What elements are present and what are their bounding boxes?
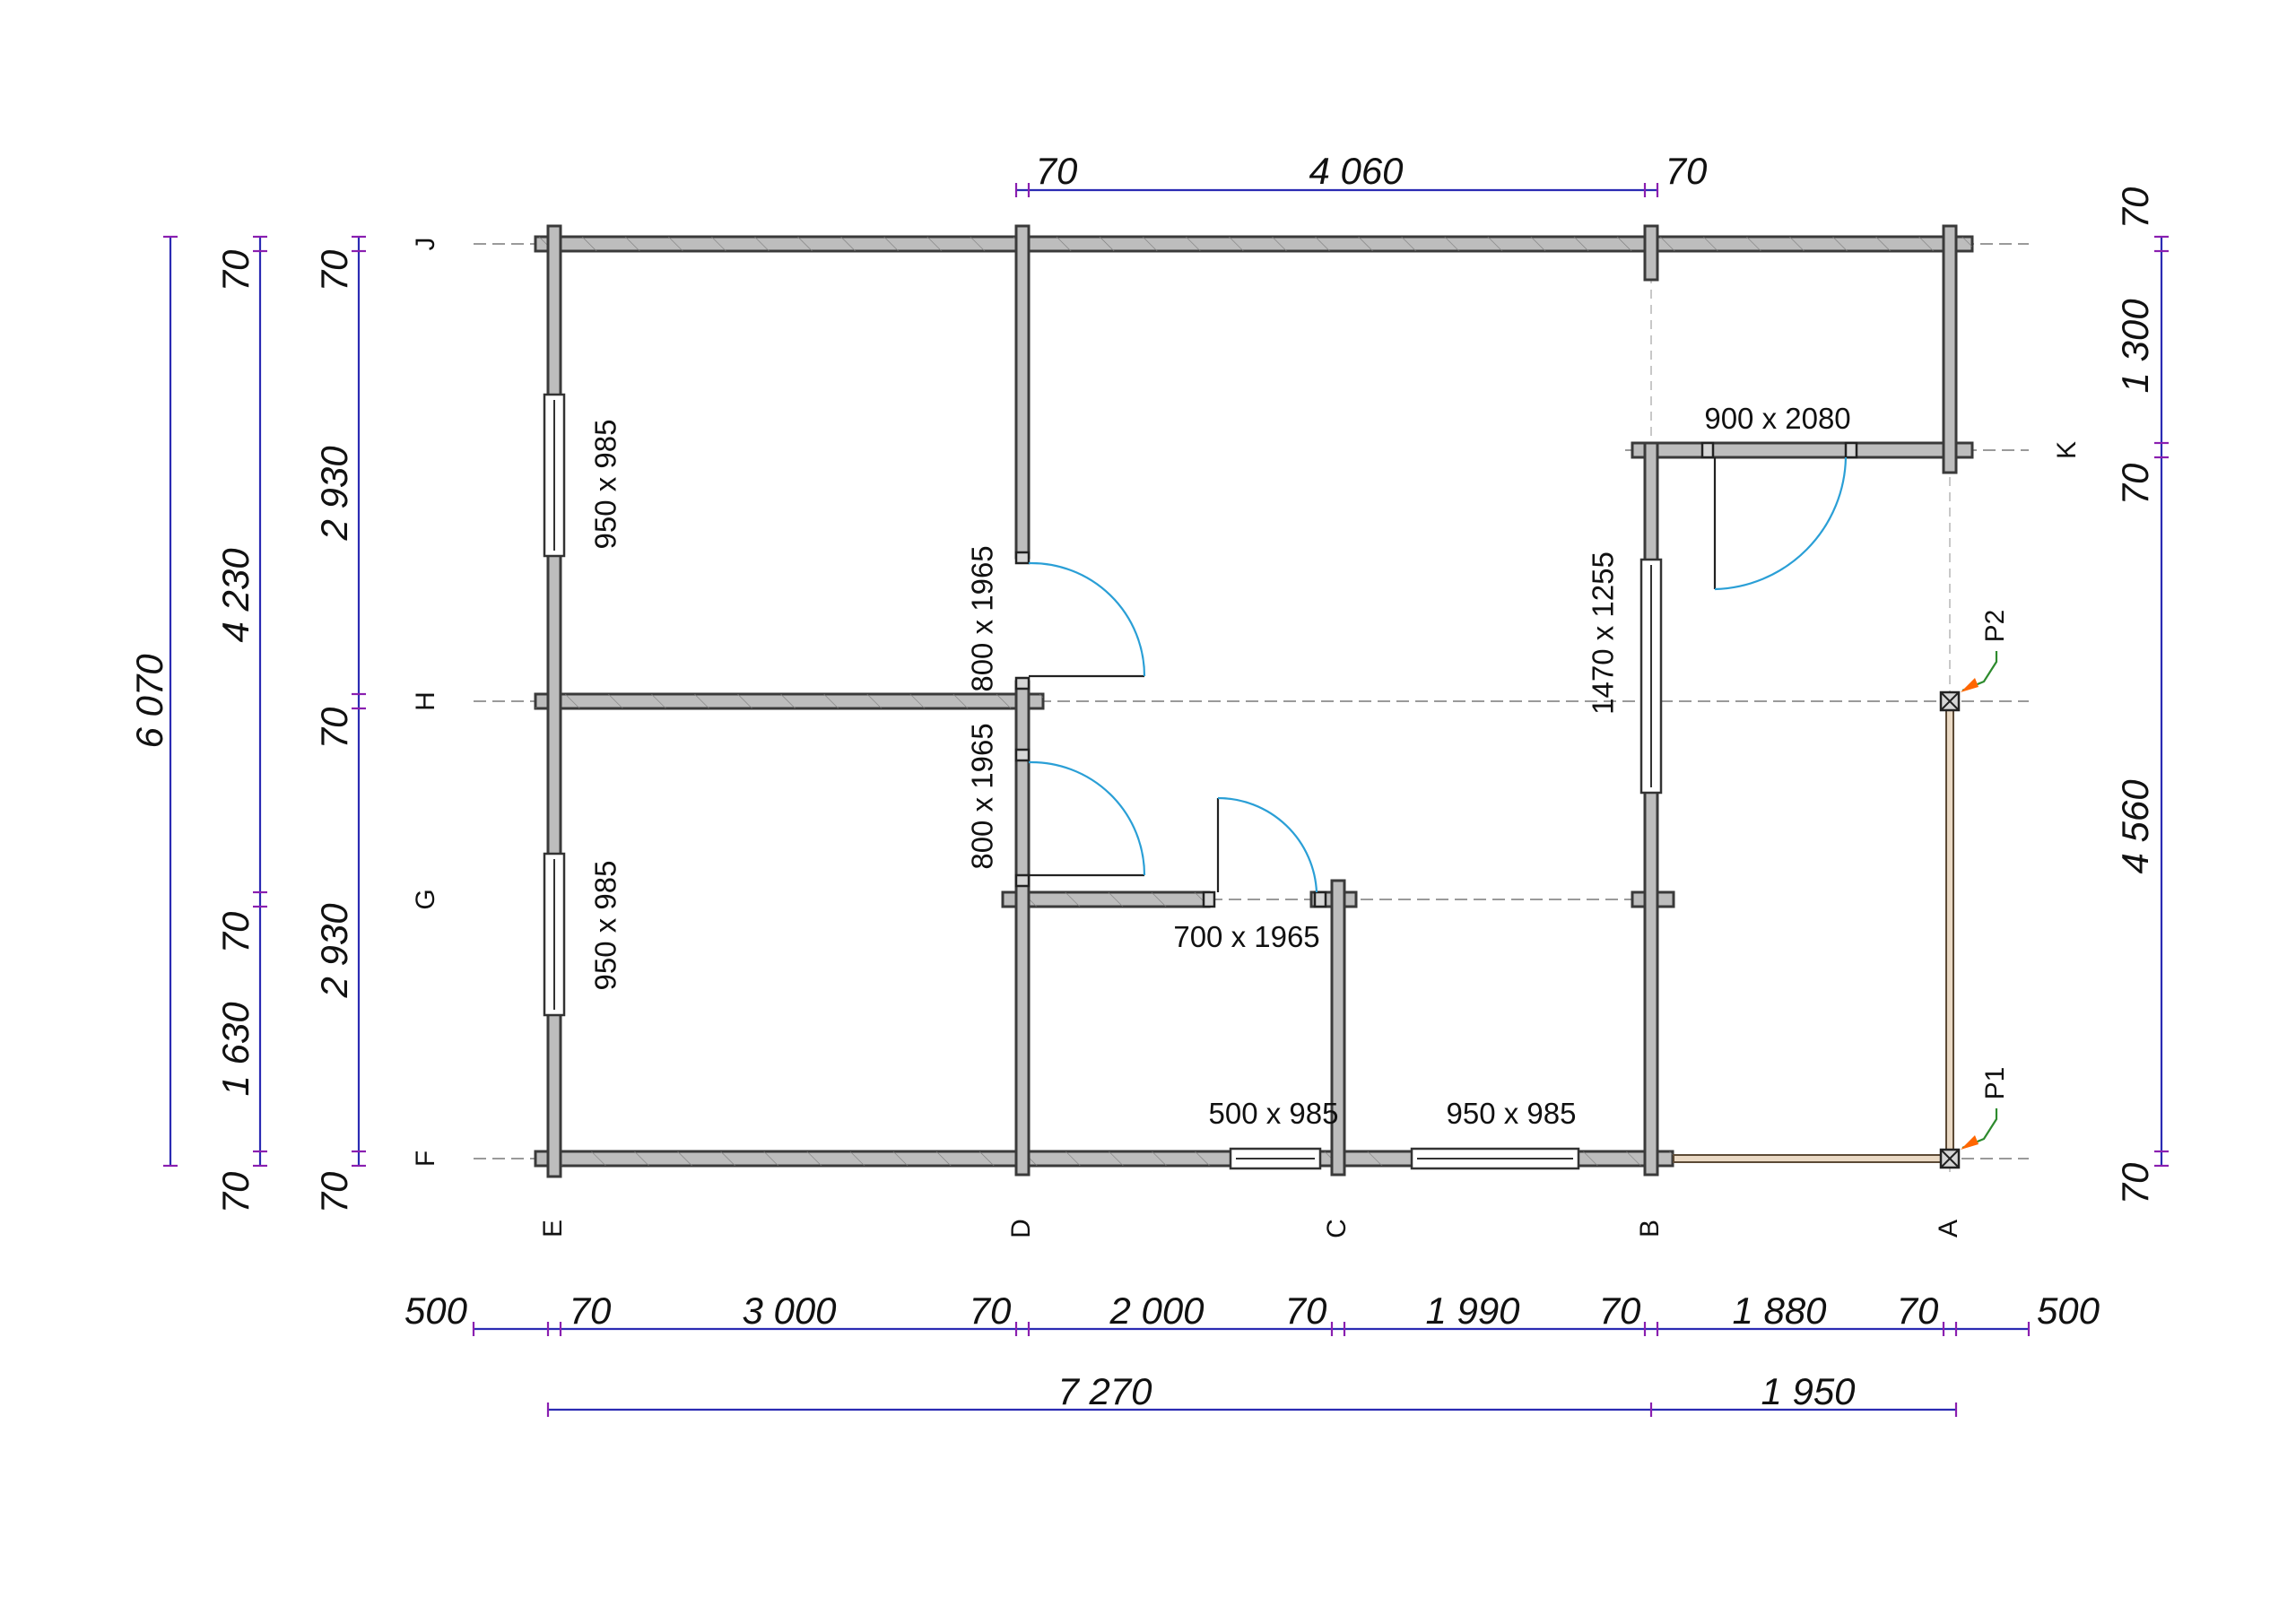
wall-d-top — [1014, 224, 1031, 560]
label-p2: P2 — [1980, 610, 2010, 643]
wall-h-hatch — [535, 694, 1043, 708]
label-window-west-upper: 950 x 985 — [589, 420, 622, 550]
windows — [543, 393, 1663, 1170]
door-interior — [1202, 796, 1327, 908]
door-d-upper — [1014, 551, 1146, 690]
dim-left-total: 6 070 — [128, 235, 178, 1168]
dim-left2-70-top: 70 — [214, 249, 257, 291]
dim-top-4060: 4 060 — [1309, 150, 1404, 192]
post-p2 — [1939, 690, 1961, 712]
axis-label-k: K — [2052, 441, 2082, 459]
dim-bottom-1880: 1 880 — [1732, 1290, 1827, 1332]
leader-p2 — [1961, 651, 1998, 692]
wall-g-left-hatch — [1003, 892, 1209, 907]
axis-label-g: G — [411, 889, 440, 909]
label-door-d-upper: 800 x 1965 — [966, 545, 999, 691]
axis-label-j: J — [411, 238, 440, 251]
wall-b — [1643, 441, 1659, 1177]
door-d-lower — [1014, 748, 1146, 888]
walls — [534, 224, 1974, 1178]
arrow-p2 — [1961, 678, 1979, 692]
label-window-south-small: 500 x 985 — [1209, 1097, 1339, 1130]
leader-p1 — [1961, 1108, 1998, 1150]
dim-bottom-70-a: 70 — [1897, 1290, 1939, 1332]
post-p1 — [1939, 1148, 1961, 1169]
dim-bottom-2000: 2 000 — [1109, 1290, 1205, 1332]
dim-bottom-70-b: 70 — [1599, 1290, 1641, 1332]
label-window-south-large: 950 x 985 — [1447, 1097, 1577, 1130]
dim-left3-70-top: 70 — [313, 249, 355, 291]
dim-right-70-mid: 70 — [2114, 463, 2156, 505]
label-window-east-inner: 1470 x 1255 — [1587, 551, 1620, 715]
posts — [1939, 690, 1961, 1169]
label-door-interior: 700 x 1965 — [1173, 920, 1319, 953]
label-door-d-lower: 800 x 1965 — [966, 723, 999, 869]
dim-bottom-500-left: 500 — [404, 1290, 468, 1332]
axis-label-d: D — [1006, 1219, 1036, 1238]
arrow-p1 — [1961, 1135, 1979, 1150]
dim-top-70-left: 70 — [1036, 150, 1078, 192]
dim-left3-70-bottom: 70 — [313, 1171, 355, 1213]
post-labels: P2 P1 — [1961, 610, 2010, 1150]
wall-k — [1631, 441, 1974, 459]
wall-j-hatch — [535, 237, 1972, 251]
dim-bottom-1950: 1 950 — [1761, 1370, 1856, 1412]
axis-label-b: B — [1635, 1220, 1665, 1238]
wall-f-hatch — [535, 1151, 1673, 1166]
dim-bottom-500-right: 500 — [2037, 1290, 2100, 1332]
dim-top: 70 4 060 70 — [1014, 150, 1708, 197]
opening-labels: 950 x 985 950 x 985 500 x 985 950 x 985 … — [589, 402, 1851, 1130]
dim-right-1300: 1 300 — [2114, 299, 2156, 394]
axis-label-h: H — [411, 691, 440, 711]
label-p1: P1 — [1980, 1067, 2010, 1100]
dim-left2-70-mid: 70 — [214, 911, 257, 953]
wall-c — [1330, 879, 1346, 1177]
axis-label-a: A — [1934, 1220, 1963, 1238]
axis-label-f: F — [411, 1151, 440, 1167]
dim-bottom-7270: 7 270 — [1057, 1370, 1152, 1412]
door-entry — [1700, 441, 1858, 591]
axis-labels: J K H G F E D C B A — [411, 238, 2082, 1238]
dim-right-70-top: 70 — [2114, 187, 2156, 229]
dim-right-4560: 4 560 — [2114, 779, 2156, 874]
label-window-west-lower: 950 x 985 — [589, 861, 622, 991]
dim-bottom-70-e: 70 — [570, 1290, 612, 1332]
dim-bottom-row2: 7 270 1 950 — [546, 1370, 1958, 1417]
doors — [1014, 441, 1858, 908]
wall-b-top — [1643, 224, 1659, 282]
porch-edge-bottom — [1673, 1154, 1946, 1163]
porch-edge-right — [1945, 704, 1954, 1156]
axis-label-c: C — [1322, 1219, 1352, 1238]
dim-left-6070: 6 070 — [128, 654, 170, 749]
axis-label-e: E — [538, 1220, 568, 1238]
dim-left3-2930-lower: 2 930 — [313, 903, 355, 999]
dim-bottom-row1: 500 70 3 000 70 2 000 70 1 990 70 1 880 … — [404, 1290, 2100, 1336]
dim-bottom-70-d: 70 — [970, 1290, 1012, 1332]
dim-bottom-70-c: 70 — [1285, 1290, 1327, 1332]
dim-left3-70-mid: 70 — [313, 707, 355, 749]
dim-left2-4230: 4 230 — [214, 548, 257, 643]
dim-left2-1630: 1 630 — [214, 1002, 257, 1097]
dim-left-col2: 70 4 230 70 1 630 70 — [214, 235, 267, 1213]
dim-left3-2930-upper: 2 930 — [313, 446, 355, 542]
dim-left-col3: 70 2 930 70 2 930 70 — [313, 235, 366, 1213]
dim-bottom-3000: 3 000 — [742, 1290, 837, 1332]
dim-bottom-1990: 1 990 — [1425, 1290, 1520, 1332]
dim-right-70-bottom: 70 — [2114, 1162, 2156, 1204]
dim-left2-70-bottom: 70 — [214, 1171, 257, 1213]
dim-right: 70 1 300 70 4 560 70 — [2114, 187, 2169, 1204]
wall-e — [546, 224, 562, 1178]
dim-top-70-right: 70 — [1665, 150, 1708, 192]
label-door-entry: 900 x 2080 — [1704, 402, 1850, 435]
wall-a-top — [1942, 224, 1958, 474]
